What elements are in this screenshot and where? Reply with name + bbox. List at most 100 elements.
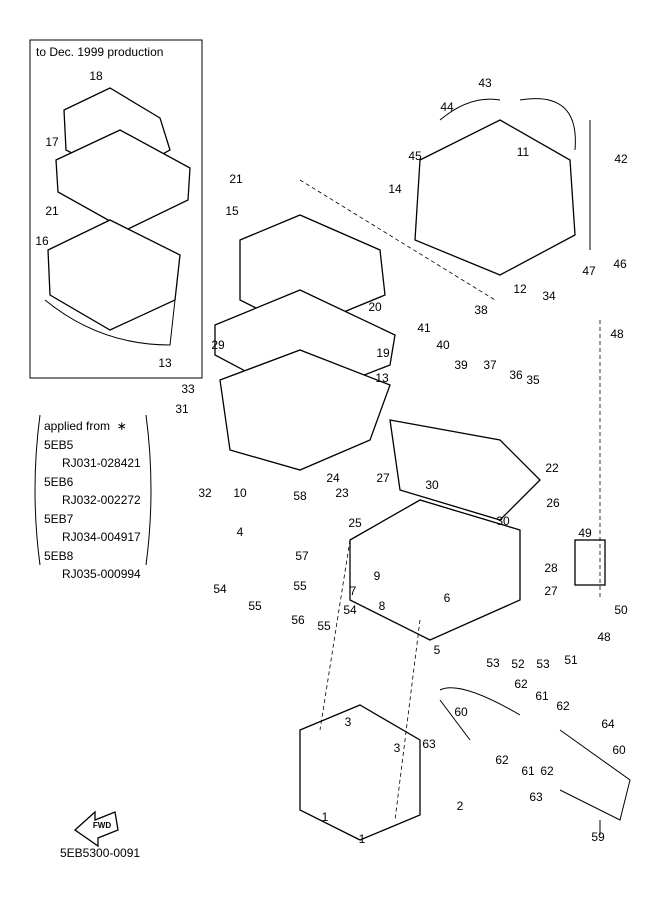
callout-41: 41 (417, 321, 431, 335)
callout-21: 21 (229, 172, 243, 186)
callout-58: 58 (293, 489, 307, 503)
callout-55: 55 (293, 579, 307, 593)
callout-9: 9 (374, 569, 381, 583)
callout-12: 12 (513, 282, 527, 296)
inset-callout-21: 21 (45, 204, 59, 218)
callout-53: 53 (536, 657, 550, 671)
callout-30: 30 (496, 514, 510, 528)
callout-19: 19 (376, 346, 390, 360)
callout-23: 23 (335, 486, 349, 500)
inset-callout-16: 16 (35, 234, 49, 248)
serial-5eb6: RJ032-002272 (62, 493, 141, 507)
callout-60: 60 (612, 743, 626, 757)
callout-56: 56 (291, 613, 305, 627)
callout-50: 50 (614, 603, 628, 617)
callout-31: 31 (175, 402, 189, 416)
callout-24: 24 (326, 471, 340, 485)
callout-37: 37 (483, 358, 497, 372)
bracket-right (145, 414, 152, 566)
callout-32: 32 (198, 486, 212, 500)
callout-20: 20 (368, 300, 382, 314)
serial-5eb8: RJ035-000994 (62, 567, 141, 581)
model-5eb5: 5EB5 (44, 437, 74, 452)
callout-47: 47 (582, 264, 596, 278)
model-5eb8: 5EB8 (44, 548, 74, 563)
callout-6: 6 (444, 591, 451, 605)
callout-54: 54 (213, 582, 227, 596)
callout-45: 45 (408, 149, 422, 163)
callout-11: 11 (517, 145, 530, 159)
callout-10: 10 (233, 486, 247, 500)
callout-61: 61 (535, 689, 549, 703)
applied-heading: applied from (44, 419, 111, 433)
inset-frame (29, 39, 203, 379)
inset-callout-18: 18 (89, 69, 103, 83)
intake-joints (299, 687, 631, 841)
callout-53: 53 (486, 656, 500, 670)
diagram-code: 5EB5300-0091 (60, 846, 141, 860)
callout-33: 33 (181, 382, 195, 396)
callout-59: 59 (591, 830, 605, 844)
callout-62: 62 (540, 764, 554, 778)
callout-42: 42 (614, 152, 628, 166)
air-duct-cover (414, 98, 591, 276)
callout-61: 61 (521, 764, 535, 778)
callout-29: 29 (211, 338, 225, 352)
inset-title: to Dec. 1999 production (36, 45, 163, 59)
callout-27: 27 (544, 584, 558, 598)
callout-57: 57 (295, 549, 309, 563)
bracket-left (34, 414, 41, 566)
callout-39: 39 (454, 358, 468, 372)
callout-38: 38 (474, 303, 488, 317)
inset-callout-17: 17 (45, 135, 59, 149)
callout-51: 51 (564, 653, 578, 667)
callout-64: 64 (601, 717, 615, 731)
callout-40: 40 (436, 338, 450, 352)
model-5eb6: 5EB6 (44, 474, 74, 489)
callout-27: 27 (376, 471, 390, 485)
callout-7: 7 (350, 584, 357, 598)
callout-48: 48 (597, 630, 611, 644)
callout-62: 62 (514, 677, 528, 691)
throttle-bodies (349, 419, 606, 641)
callout-5: 5 (434, 643, 441, 657)
inset-callout-13: 13 (158, 356, 172, 370)
callout-8: 8 (379, 599, 386, 613)
callout-49: 49 (578, 526, 592, 540)
callout-35: 35 (526, 373, 540, 387)
serial-5eb5: RJ031-028421 (62, 456, 141, 470)
inset-air-filter-cover (44, 87, 191, 346)
callout-3: 3 (345, 715, 352, 729)
callout-55: 55 (317, 619, 331, 633)
applied-note: applied from ∗ 5EB5 RJ031-028421 5EB6 RJ… (44, 417, 141, 584)
serial-5eb7: RJ034-004917 (62, 530, 141, 544)
callout-13: 13 (375, 371, 389, 385)
asterisk-symbol: ∗ (116, 419, 127, 433)
callout-54: 54 (343, 603, 357, 617)
callout-2: 2 (457, 799, 464, 813)
callout-25: 25 (348, 516, 362, 530)
callout-48: 48 (610, 327, 624, 341)
callout-4: 4 (237, 525, 244, 539)
callout-62: 62 (556, 699, 570, 713)
callout-60: 60 (454, 705, 468, 719)
callout-63: 63 (529, 790, 543, 804)
callout-26: 26 (546, 496, 560, 510)
callout-62: 62 (495, 753, 509, 767)
callout-55: 55 (248, 599, 262, 613)
callout-3: 3 (394, 741, 401, 755)
callout-34: 34 (542, 289, 556, 303)
callout-15: 15 (225, 204, 239, 218)
callout-44: 44 (440, 100, 454, 114)
callout-1: 1 (359, 832, 366, 846)
callout-1: 1 (322, 810, 329, 824)
callout-36: 36 (509, 368, 523, 382)
callout-63: 63 (422, 737, 436, 751)
callout-52: 52 (511, 657, 525, 671)
air-filter-case-top (214, 214, 396, 471)
callout-28: 28 (544, 561, 558, 575)
callout-30: 30 (425, 478, 439, 492)
model-5eb7: 5EB7 (44, 511, 74, 526)
